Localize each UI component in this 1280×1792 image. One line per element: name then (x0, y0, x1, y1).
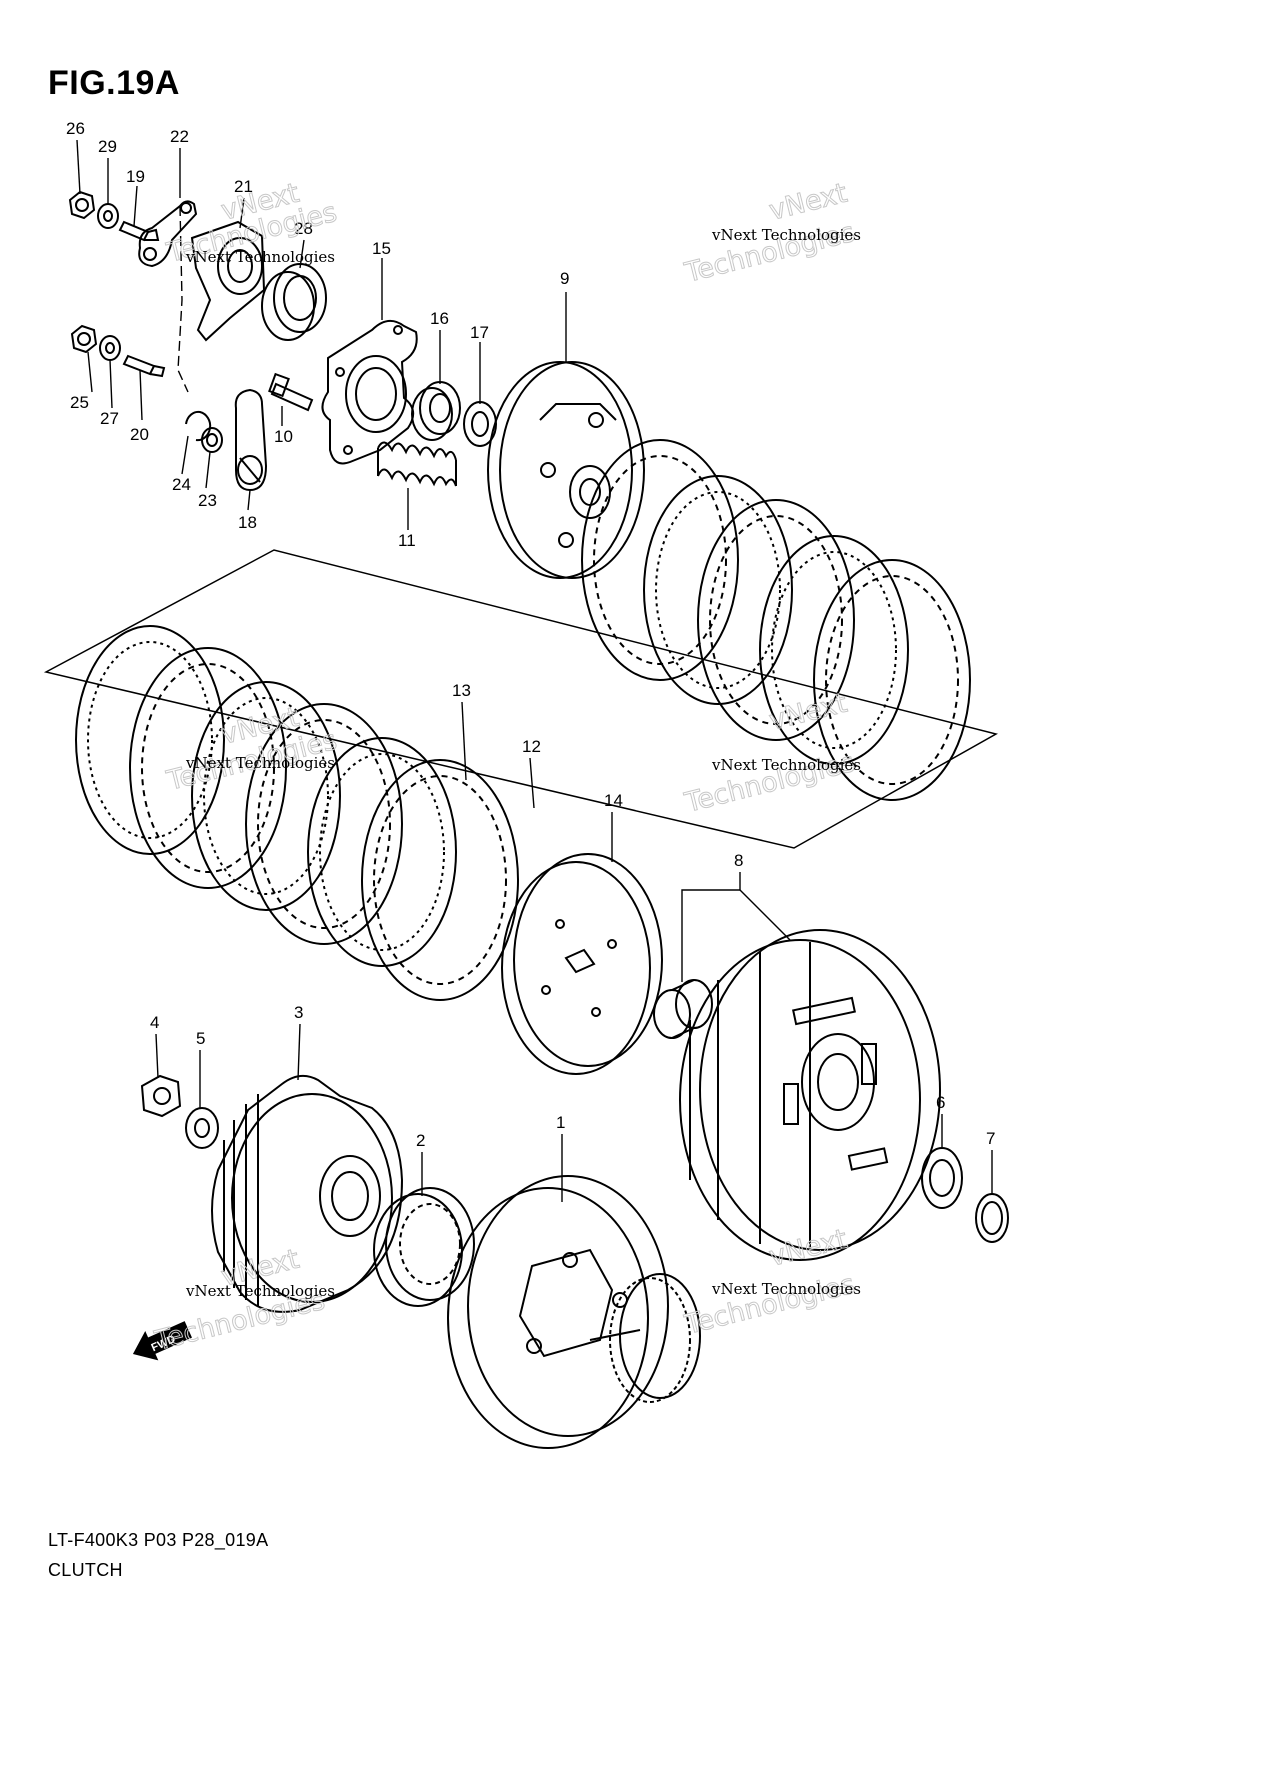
nut-26 (68, 190, 96, 220)
drive-plate-lower-2 (245, 703, 403, 945)
callout-8: 8 (734, 851, 743, 870)
plate-group-bracket (43, 549, 998, 849)
washer-6 (921, 1147, 963, 1209)
callout-4: 4 (150, 1013, 159, 1032)
driven-plate-lower-2 (191, 681, 341, 911)
callout-20: 20 (130, 425, 149, 444)
spacer-8 (653, 979, 713, 1039)
driven-plate-upper-2 (759, 535, 909, 765)
callout-21: 21 (234, 177, 253, 196)
callout-13: 13 (452, 681, 471, 700)
callout-7: 7 (986, 1129, 995, 1148)
release-arm-18 (234, 388, 268, 492)
adjuster-20 (122, 354, 166, 378)
pressure-plate-9 (487, 361, 645, 579)
callout-14: 14 (604, 791, 623, 810)
drive-plate-lower-1 (129, 647, 287, 889)
bolt-10 (268, 372, 314, 412)
washer-27 (99, 335, 121, 361)
drive-plate-upper-1 (581, 439, 739, 681)
svg-text:vNext Technologies: vNext Technologies (185, 1282, 335, 1300)
driven-plate-13 (307, 737, 457, 967)
circlip-24 (185, 411, 211, 442)
figure-code: LT-F400K3 P03 P28_019A (48, 1530, 269, 1550)
svg-text:vNext Technologies: vNext Technologies (185, 754, 335, 772)
callout-5: 5 (196, 1029, 205, 1048)
callout-6: 6 (936, 1093, 945, 1112)
callout-16: 16 (430, 309, 449, 328)
clutch-housing-8 (679, 929, 941, 1261)
primary-driven-gear-1 (447, 1175, 701, 1449)
driven-plate-upper-1 (643, 475, 793, 705)
svg-text:vNext Technologies: vNext Technologies (711, 226, 861, 244)
callout-19: 19 (126, 167, 145, 186)
svg-text:vNext Technologies: vNext Technologies (185, 248, 335, 266)
callout-28: 28 (294, 219, 313, 238)
callout-1: 1 (556, 1113, 565, 1132)
callout-3: 3 (294, 1003, 303, 1022)
callout-12: 12 (522, 737, 541, 756)
circlip-7 (975, 1193, 1009, 1243)
callout-24: 24 (172, 475, 191, 494)
leader-lines (76, 139, 993, 1202)
clutch-cam-21 (190, 220, 266, 342)
callout-26: 26 (66, 119, 85, 138)
clutch-lever-22 (138, 200, 198, 268)
callout-11: 11 (398, 531, 416, 550)
release-plate-15 (321, 319, 418, 465)
callout-18: 18 (238, 513, 257, 532)
callout-23: 23 (198, 491, 217, 510)
watermark-top-right: vNext Technologies vNext Technologies (681, 177, 861, 289)
callout-17: 17 (470, 323, 489, 342)
plate-stack-lower (75, 625, 519, 1001)
callout-15: 15 (372, 239, 391, 258)
watermark-top-left: vNext Technologies vNext Technologies (163, 177, 341, 269)
watermark-mid-right: vNext Technologies vNext Technologies (681, 687, 861, 819)
watermark-bottom-right: vNext Technologies vNext Technologies (681, 1223, 861, 1341)
callout-27: 27 (100, 409, 119, 428)
bolt-19 (118, 220, 160, 242)
callout-25: 25 (70, 393, 89, 412)
watermark-bottom-left: vNext Technologies vNext Technologies (151, 1243, 335, 1357)
callout-2: 2 (416, 1131, 425, 1150)
washer-5 (185, 1107, 219, 1149)
push-piece-16 (411, 381, 461, 441)
svg-text:vNext Technologies: vNext Technologies (711, 756, 861, 774)
figure-title: FIG.19A (48, 64, 180, 102)
callout-9: 9 (560, 269, 569, 288)
drive-plate-upper-2 (697, 499, 855, 741)
callout-labels: 26 29 19 22 21 28 15 16 17 9 25 27 20 10… (66, 119, 995, 1150)
spring-11 (377, 441, 457, 487)
washer-23 (201, 427, 223, 453)
drive-plate-12 (361, 759, 519, 1001)
svg-text:vNext: vNext (766, 1224, 850, 1273)
callout-22: 22 (170, 127, 189, 146)
fwd-arrow-icon (132, 1321, 192, 1361)
callout-10: 10 (274, 427, 293, 446)
clutch-plate-14 (501, 853, 663, 1075)
plate-stack-upper (581, 439, 971, 801)
nut-4 (140, 1074, 182, 1118)
washer-29 (97, 203, 119, 229)
callout-29: 29 (98, 137, 117, 156)
nut-25 (70, 324, 98, 354)
bearing-28 (261, 263, 327, 341)
svg-text:vNext Technologies: vNext Technologies (711, 1280, 861, 1298)
driven-plate-lower-1 (75, 625, 225, 855)
figure-name: CLUTCH (48, 1560, 123, 1580)
drive-plate-upper-3 (813, 559, 971, 801)
